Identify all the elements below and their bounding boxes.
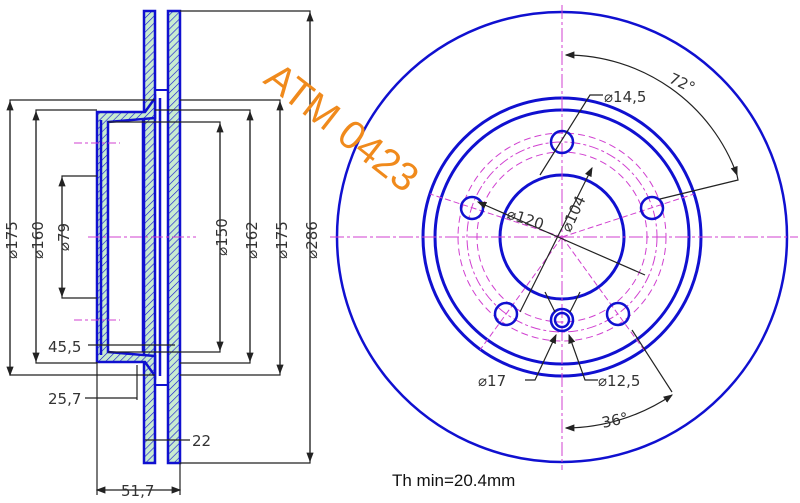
dim-d175-right: ⌀175: [273, 221, 291, 259]
dim-22: 22: [192, 432, 211, 450]
dim-d175-left: ⌀175: [3, 221, 21, 259]
dim-bolt-circle-120: ⌀120: [505, 205, 546, 234]
section-view: ⌀175 ⌀160 ⌀79 ⌀150 ⌀162 ⌀175 ⌀286 45,5 2…: [3, 9, 321, 500]
dim-45-5: 45,5: [48, 338, 81, 356]
dim-hole-17: ⌀17: [478, 372, 506, 390]
dim-d286: ⌀286: [303, 221, 321, 259]
front-dimension-lines: [476, 51, 739, 432]
locating-hole-outer: [549, 307, 575, 333]
dim-hole-14-5: ⌀14,5: [604, 88, 646, 106]
bolt-hole: [493, 301, 519, 327]
bolt-hole: [605, 301, 631, 327]
dim-hole-12-5: ⌀12,5: [598, 372, 640, 390]
locating-hole-inner: [553, 311, 571, 329]
dim-d160: ⌀160: [29, 221, 47, 259]
dim-angle-72: 72°: [666, 69, 698, 97]
front-view: ⌀14,5 72° ⌀120 ⌀104 ⌀17 ⌀12,5 36°: [330, 5, 798, 470]
dim-d79: ⌀79: [55, 223, 73, 251]
dim-51-7: 51,7: [121, 482, 154, 500]
dim-d150: ⌀150: [213, 218, 231, 256]
min-thickness-note: Th min=20.4mm: [392, 471, 515, 490]
dimension-lines: [6, 10, 314, 495]
dim-d162: ⌀162: [243, 221, 261, 259]
dim-angle-36: 36°: [600, 409, 630, 432]
watermark: ATM 0423: [256, 54, 426, 200]
bolt-hole: [639, 195, 665, 221]
dim-25-7: 25,7: [48, 390, 81, 408]
